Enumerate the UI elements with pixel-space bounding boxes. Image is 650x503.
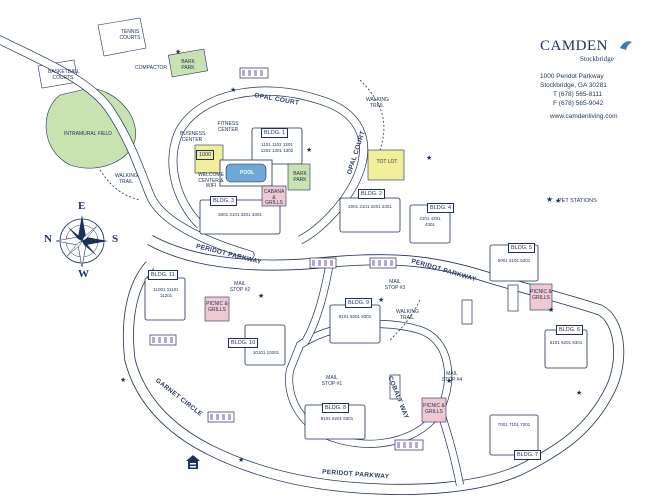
building-2-tag: BLDG. 2	[358, 189, 386, 199]
compactor-label: COMPACTOR	[135, 65, 168, 71]
building-10-tag: BLDG. 10	[228, 338, 259, 348]
building-8-units: 8101 8201 8301	[320, 416, 354, 421]
building-5-units: 5001 5101 5201	[497, 258, 531, 263]
tennis-courts	[97, 17, 147, 57]
picnic-area-3	[421, 397, 447, 423]
building-3-tag: BLDG. 3	[210, 196, 238, 206]
building-4-units: 4101 4201 4301	[419, 216, 441, 227]
walking-trail-label-2: WALKING TRAIL	[396, 309, 419, 321]
compass-e: E	[78, 200, 86, 212]
building-3	[199, 199, 281, 235]
mail-stop-3-label: MAIL STOP #3	[384, 279, 406, 291]
mail-stop-1-label: MAIL STOP #1	[321, 375, 343, 387]
legend-pet-stations: PET STATIONS	[558, 198, 597, 204]
walking-trail-label-3: WALKING TRAIL	[115, 173, 138, 185]
phone-line: T (678) 565-8111	[553, 91, 603, 98]
svg-text:★: ★	[548, 306, 554, 314]
building-6-units: 6101 6201 6301	[549, 340, 583, 345]
bark-park-2-label: BARK PARK	[293, 171, 307, 183]
building-11-tag: BLDG. 11	[148, 270, 178, 280]
basketball-courts-label: BASKETBALL COURTS	[48, 69, 80, 81]
building-1-units: 1101 1102 1201 1202 1301 1302	[260, 142, 294, 153]
picnic-grills-3-label: PICNIC & GRILLS	[423, 403, 445, 415]
welcome-center-label: WELCOME CENTER & WIFI	[198, 172, 224, 189]
building-11-units: 11001 11101 11201	[153, 287, 179, 298]
tot-lot-area	[367, 149, 405, 181]
bark-park-area-2	[287, 163, 311, 191]
bark-park-area	[168, 48, 208, 78]
city-line: Stockbridge, GA 30281	[540, 82, 607, 89]
svg-text:★: ★	[175, 48, 181, 56]
building-7-tag: BLDG. 7	[514, 450, 542, 460]
address-line: 1000 Peridot Parkway	[540, 73, 604, 80]
svg-text:★: ★	[258, 292, 264, 300]
svg-text:★: ★	[378, 296, 384, 304]
svg-text:★: ★	[446, 377, 452, 385]
compass-n: N	[44, 233, 52, 245]
cabana-grills-label: CABANA & GRILLS	[263, 189, 285, 206]
picnic-area-1	[204, 296, 230, 322]
building-10-units: 10101 10201	[252, 350, 280, 355]
svg-text:★: ★	[120, 376, 126, 384]
bark-park-label: BARK PARK	[181, 59, 195, 71]
svg-text:★: ★	[576, 389, 582, 397]
building-4-tag: BLDG. 4	[427, 203, 455, 213]
pool-water	[225, 163, 267, 183]
building-3-units: 3001 3101 3201 3301	[218, 212, 262, 217]
brand-name: CAMDEN	[540, 38, 609, 54]
tennis-courts-label: TENNIS COURTS	[119, 29, 141, 41]
building-6-tag: BLDG. 6	[556, 325, 584, 335]
pool-label: POOL	[240, 170, 255, 176]
mail-stop-2-label: MAIL STOP #2	[229, 281, 251, 293]
svg-text:★: ★	[238, 456, 244, 464]
intramural-field-label: INTRAMURAL FIELD	[64, 131, 112, 137]
svg-text:★: ★	[306, 146, 312, 154]
svg-text:★: ★	[555, 197, 561, 205]
building-11	[144, 277, 186, 321]
compass-w: W	[78, 268, 89, 280]
svg-text:★: ★	[426, 154, 432, 162]
building-5-tag: BLDG. 5	[508, 243, 536, 253]
compass-s: S	[112, 233, 119, 245]
tot-lot-label: TOT LOT	[376, 159, 398, 165]
building-7	[489, 414, 539, 456]
picnic-grills-1-label: PICNIC & GRILLS	[206, 301, 228, 313]
website-link[interactable]: www.camdenliving.com	[550, 113, 618, 120]
building-9-units: 9101 9201 9301	[338, 314, 372, 319]
leasing-unit-1000: 1000	[196, 150, 215, 160]
fax-line: F (678) 565-9042	[553, 100, 604, 107]
picnic-grills-2-label: PICNIC & GRILLS	[530, 289, 552, 301]
building-1-tag: BLDG. 1	[261, 128, 289, 138]
building-9-tag: BLDG. 9	[345, 298, 373, 308]
fitness-center-label: FITNESS CENTER	[217, 121, 239, 133]
building-8-tag: BLDG. 8	[322, 403, 350, 413]
building-2-units: 2001 2101 2201 2301	[348, 204, 392, 209]
brand-location: Stockbridge	[580, 55, 614, 63]
mail-stop-4-label: MAIL STOP #4	[441, 371, 463, 383]
walking-trail-label-1: WALKING TRAIL	[366, 97, 389, 109]
business-center-label: BUSINESS CENTER	[180, 131, 206, 143]
svg-text:★: ★	[230, 86, 236, 94]
pet-station-star-icon: ★	[546, 195, 554, 204]
cabana-area	[261, 185, 287, 207]
building-7-units: 7001 7101 7201	[497, 422, 531, 427]
building-6	[544, 329, 588, 369]
building-9	[329, 304, 381, 344]
picnic-area-2	[529, 283, 553, 311]
